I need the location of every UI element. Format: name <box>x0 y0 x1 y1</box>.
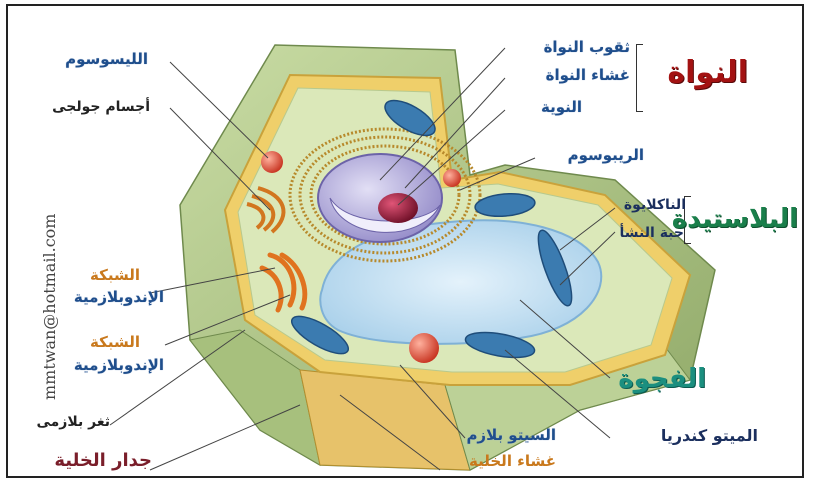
label-nucleolus: النوية <box>541 100 582 115</box>
label-vacuole: الفجوة <box>618 366 706 392</box>
label-mitochondria: الميتو كندريا <box>661 428 758 444</box>
label-lysosome: الليسوسوم <box>65 52 148 67</box>
nucleus-bracket <box>636 44 643 112</box>
label-nuclear-membrane: غشاء النواة <box>546 68 630 83</box>
label-er-2b: الإندوبلازمية <box>74 358 164 373</box>
lysosome-2 <box>443 169 461 187</box>
label-nucleus: النواة <box>667 58 748 88</box>
label-cell-wall: جدار الخلية <box>54 452 152 470</box>
label-cell-membrane: غشاء الخلية <box>469 454 556 469</box>
label-plastid: البلاستيدة <box>672 206 798 232</box>
label-plasmodesma: ثغر بلازمى <box>36 415 110 429</box>
label-ribosome: الريبوسوم <box>568 148 644 163</box>
label-cytoplasm: السيتو بلازم <box>466 428 556 443</box>
nucleolus <box>378 193 418 223</box>
label-er-1: الشبكة <box>90 268 140 283</box>
watermark-email: mmtwan@hotmail.com <box>40 214 59 400</box>
label-nuclear-pores: ثقوب النواة <box>544 40 630 55</box>
lysosome-3 <box>409 333 439 363</box>
label-er-1b: الإندوبلازمية <box>74 290 164 305</box>
label-er-2: الشبكة <box>90 335 140 350</box>
label-golgi: أجسام جولجى <box>52 100 150 114</box>
